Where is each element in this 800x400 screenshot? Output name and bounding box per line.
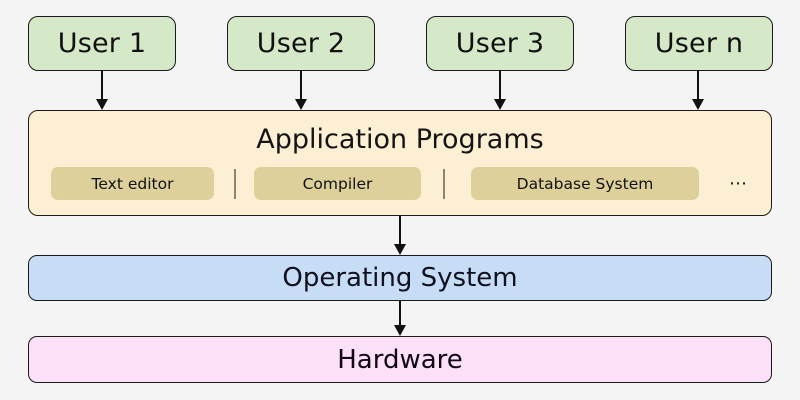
user-box-n: User n [625,16,773,71]
arrow-shaft [300,70,303,100]
program-more-ellipsis-icon: ⋯ [729,173,749,194]
operating-system-box: Operating System [28,255,772,301]
arrow-head-icon [294,99,307,110]
arrow-applications-to-operating-system [393,216,407,255]
operating-system-label: Operating System [282,263,518,293]
program-separator-2 [443,169,445,199]
program-item-database-system: Database System [471,167,699,200]
program-item-compiler: Compiler [254,167,421,200]
program-item-compiler-label: Compiler [302,174,373,193]
user-box-2-label: User 2 [256,28,346,59]
arrow-head-icon [393,244,406,255]
arrow-head-icon [393,325,406,336]
arrow-operating-system-to-hardware [393,301,407,336]
user-box-3: User 3 [426,16,574,71]
program-item-text-editor-label: Text editor [91,174,174,193]
hardware-label: Hardware [337,344,463,375]
arrow-user-1-to-applications [95,70,109,110]
program-item-database-system-label: Database System [516,174,654,193]
arrow-user-3-to-applications [493,70,507,110]
application-programs-title: Application Programs [256,124,544,155]
application-programs-list: Text editor Compiler Database System ⋯ [29,167,771,201]
user-box-1: User 1 [28,16,176,71]
user-box-2: User 2 [227,16,375,71]
user-box-1-label: User 1 [57,28,147,59]
arrow-shaft [399,301,402,326]
program-item-text-editor: Text editor [51,167,214,200]
arrow-head-icon [95,99,108,110]
hardware-box: Hardware [28,336,772,383]
arrow-user-n-to-applications [691,70,705,110]
user-box-n-label: User n [654,28,744,59]
arrow-shaft [697,70,700,100]
application-programs-box: Application Programs Text editor Compile… [28,110,772,216]
arrow-head-icon [691,99,704,110]
arrow-user-2-to-applications [294,70,308,110]
user-box-3-label: User 3 [455,28,545,59]
arrow-shaft [499,70,502,100]
arrow-shaft [399,216,402,245]
program-separator-1 [234,169,236,199]
arrow-head-icon [493,99,506,110]
arrow-shaft [101,70,104,100]
